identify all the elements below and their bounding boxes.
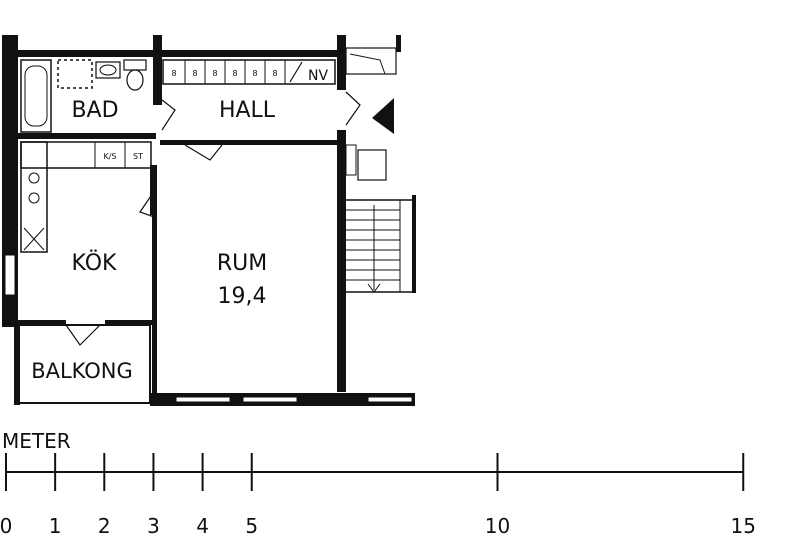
kitchen-counter xyxy=(20,141,152,253)
room-label-bad: BAD xyxy=(71,98,118,123)
scale-tick-label-2: 2 xyxy=(98,514,111,538)
room-label-kok: KÖK xyxy=(72,250,118,276)
scale-ticks: 0 1 2 3 4 5 10 15 xyxy=(0,453,756,538)
room-label-rum: RUM xyxy=(217,251,267,276)
scale-tick-label-1: 1 xyxy=(49,514,62,538)
svg-text:8: 8 xyxy=(252,69,257,78)
shower-tray xyxy=(57,59,93,89)
scale-tick-label-0: 0 xyxy=(0,514,12,538)
svg-text:8: 8 xyxy=(232,69,237,78)
scale-tick-label-10: 10 xyxy=(485,514,510,538)
door-swings xyxy=(65,91,361,346)
washbasin xyxy=(95,61,121,79)
toilet xyxy=(123,59,147,91)
stairwell xyxy=(345,47,412,293)
hall-wardrobe: 8 8 8 8 8 8 xyxy=(162,59,336,85)
windows xyxy=(4,254,413,403)
room-label-balkong: BALKONG xyxy=(31,359,133,383)
scale-tick-label-4: 4 xyxy=(196,514,209,538)
scale-unit-label: METER xyxy=(2,429,71,453)
scale-tick-label-15: 15 xyxy=(731,514,756,538)
hall-tag-nv: NV xyxy=(308,68,328,84)
scale-tick-label-5: 5 xyxy=(245,514,258,538)
kitchen-tag-ks: K/S xyxy=(103,152,116,161)
svg-text:8: 8 xyxy=(272,69,277,78)
svg-text:8: 8 xyxy=(171,69,176,78)
bathtub xyxy=(20,59,52,133)
room-label-hall: HALL xyxy=(219,98,276,123)
room-area-rum: 19,4 xyxy=(218,284,267,309)
scale-tick-label-3: 3 xyxy=(147,514,160,538)
svg-text:8: 8 xyxy=(212,69,217,78)
scale-bar: METER 0 1 2 3 4 5 10 15 xyxy=(0,429,756,538)
svg-text:8: 8 xyxy=(192,69,197,78)
kitchen-tag-st: ST xyxy=(133,152,143,161)
walls xyxy=(2,35,416,406)
